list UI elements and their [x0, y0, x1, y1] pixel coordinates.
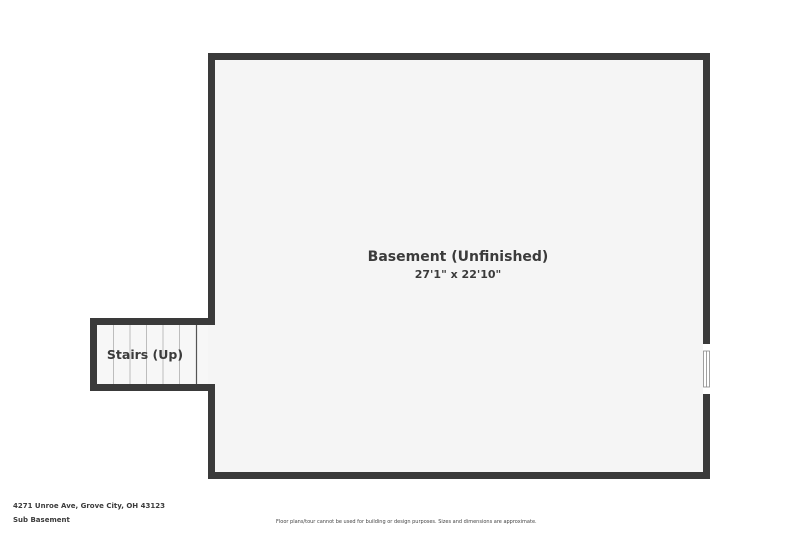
- stair-treads: [113, 325, 180, 384]
- window: [703, 344, 710, 394]
- property-address: 4271 Unroe Ave, Grove City, OH 43123: [13, 502, 165, 510]
- room-dimensions-basement: 27'1" x 22'10": [414, 268, 502, 281]
- room-label-basement: Basement (Unfinished): [367, 249, 549, 265]
- floor-level-label: Sub Basement: [13, 516, 70, 524]
- room-label-stairs: Stairs (Up): [106, 347, 184, 362]
- disclaimer-text: Floor plans/tour cannot be used for buil…: [276, 519, 537, 525]
- stairs-room: [90, 318, 216, 391]
- basement-room: [208, 53, 710, 479]
